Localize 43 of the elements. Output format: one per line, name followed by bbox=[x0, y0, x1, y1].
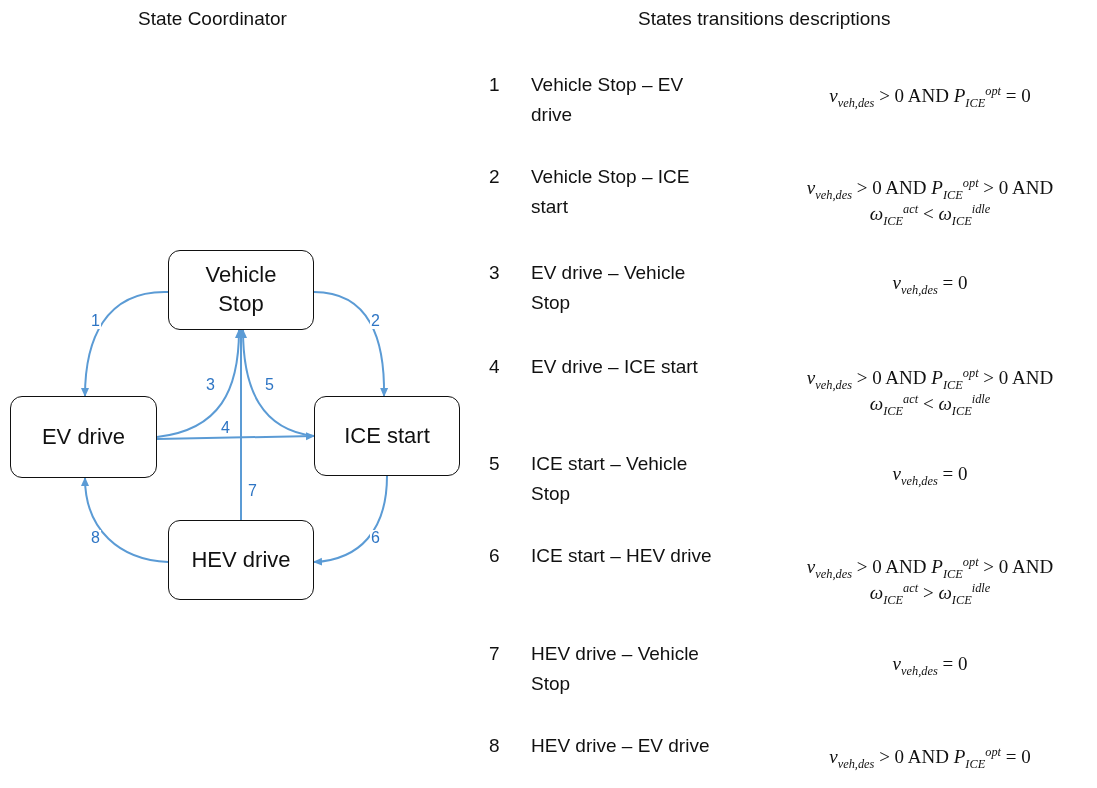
transition-description: HEV drive – Vehicle Stop bbox=[531, 642, 700, 697]
row-number: 2 bbox=[489, 165, 500, 189]
transition-description: HEV drive – EV drive bbox=[531, 734, 711, 758]
transition-arrow bbox=[81, 291, 169, 397]
transition-arrow bbox=[313, 475, 388, 566]
state-box: ICE start bbox=[314, 396, 460, 476]
transition-description: Vehicle Stop – EV drive bbox=[531, 73, 685, 128]
transition-description: EV drive – Vehicle Stop bbox=[531, 261, 687, 316]
transition-arrow bbox=[239, 329, 315, 437]
edge-label: 2 bbox=[370, 313, 381, 329]
edge-label: 1 bbox=[90, 313, 101, 329]
edge-label: 4 bbox=[220, 420, 231, 436]
row-number: 7 bbox=[489, 642, 500, 666]
edge-label: 5 bbox=[264, 377, 275, 393]
transition-arrow bbox=[156, 329, 243, 438]
row-number: 1 bbox=[489, 73, 500, 97]
transition-condition: v$_{veh,des}$ = 0 bbox=[891, 653, 969, 678]
state-box: Vehicle Stop bbox=[168, 250, 314, 330]
diagram-title: State Coordinator bbox=[138, 8, 287, 30]
transition-condition: v$_{veh,des}$ > 0 AND P$_{ICE}$$^{opt}$ = 0 bbox=[828, 745, 1032, 772]
state-box: EV drive bbox=[10, 396, 157, 478]
transition-arrow bbox=[237, 329, 245, 521]
transition-description: Vehicle Stop – ICE start bbox=[531, 165, 691, 220]
row-number: 4 bbox=[489, 355, 500, 379]
row-number: 8 bbox=[489, 734, 500, 758]
transition-description: EV drive – ICE start bbox=[531, 355, 699, 379]
row-number: 6 bbox=[489, 544, 500, 568]
transition-description: ICE start – HEV drive bbox=[531, 544, 713, 568]
row-number: 3 bbox=[489, 261, 500, 285]
transition-condition: v$_{veh,des}$ = 0 bbox=[891, 272, 969, 297]
transition-arrow bbox=[313, 291, 388, 397]
edge-label: 7 bbox=[247, 483, 258, 499]
transition-condition: v$_{veh,des}$ = 0 bbox=[891, 463, 969, 488]
row-number: 5 bbox=[489, 452, 500, 476]
transition-description: ICE start – Vehicle Stop bbox=[531, 452, 689, 507]
transition-arrow bbox=[81, 477, 169, 563]
table-heading: States transitions descriptions bbox=[638, 8, 891, 30]
state-box: HEV drive bbox=[168, 520, 314, 600]
transition-condition: v$_{veh,des}$ > 0 AND P$_{ICE}$$^{opt}$ = 0 bbox=[828, 84, 1032, 111]
transition-arrow bbox=[156, 432, 315, 441]
edge-label: 6 bbox=[370, 530, 381, 546]
edge-label: 3 bbox=[205, 377, 216, 393]
edge-label: 8 bbox=[90, 530, 101, 546]
